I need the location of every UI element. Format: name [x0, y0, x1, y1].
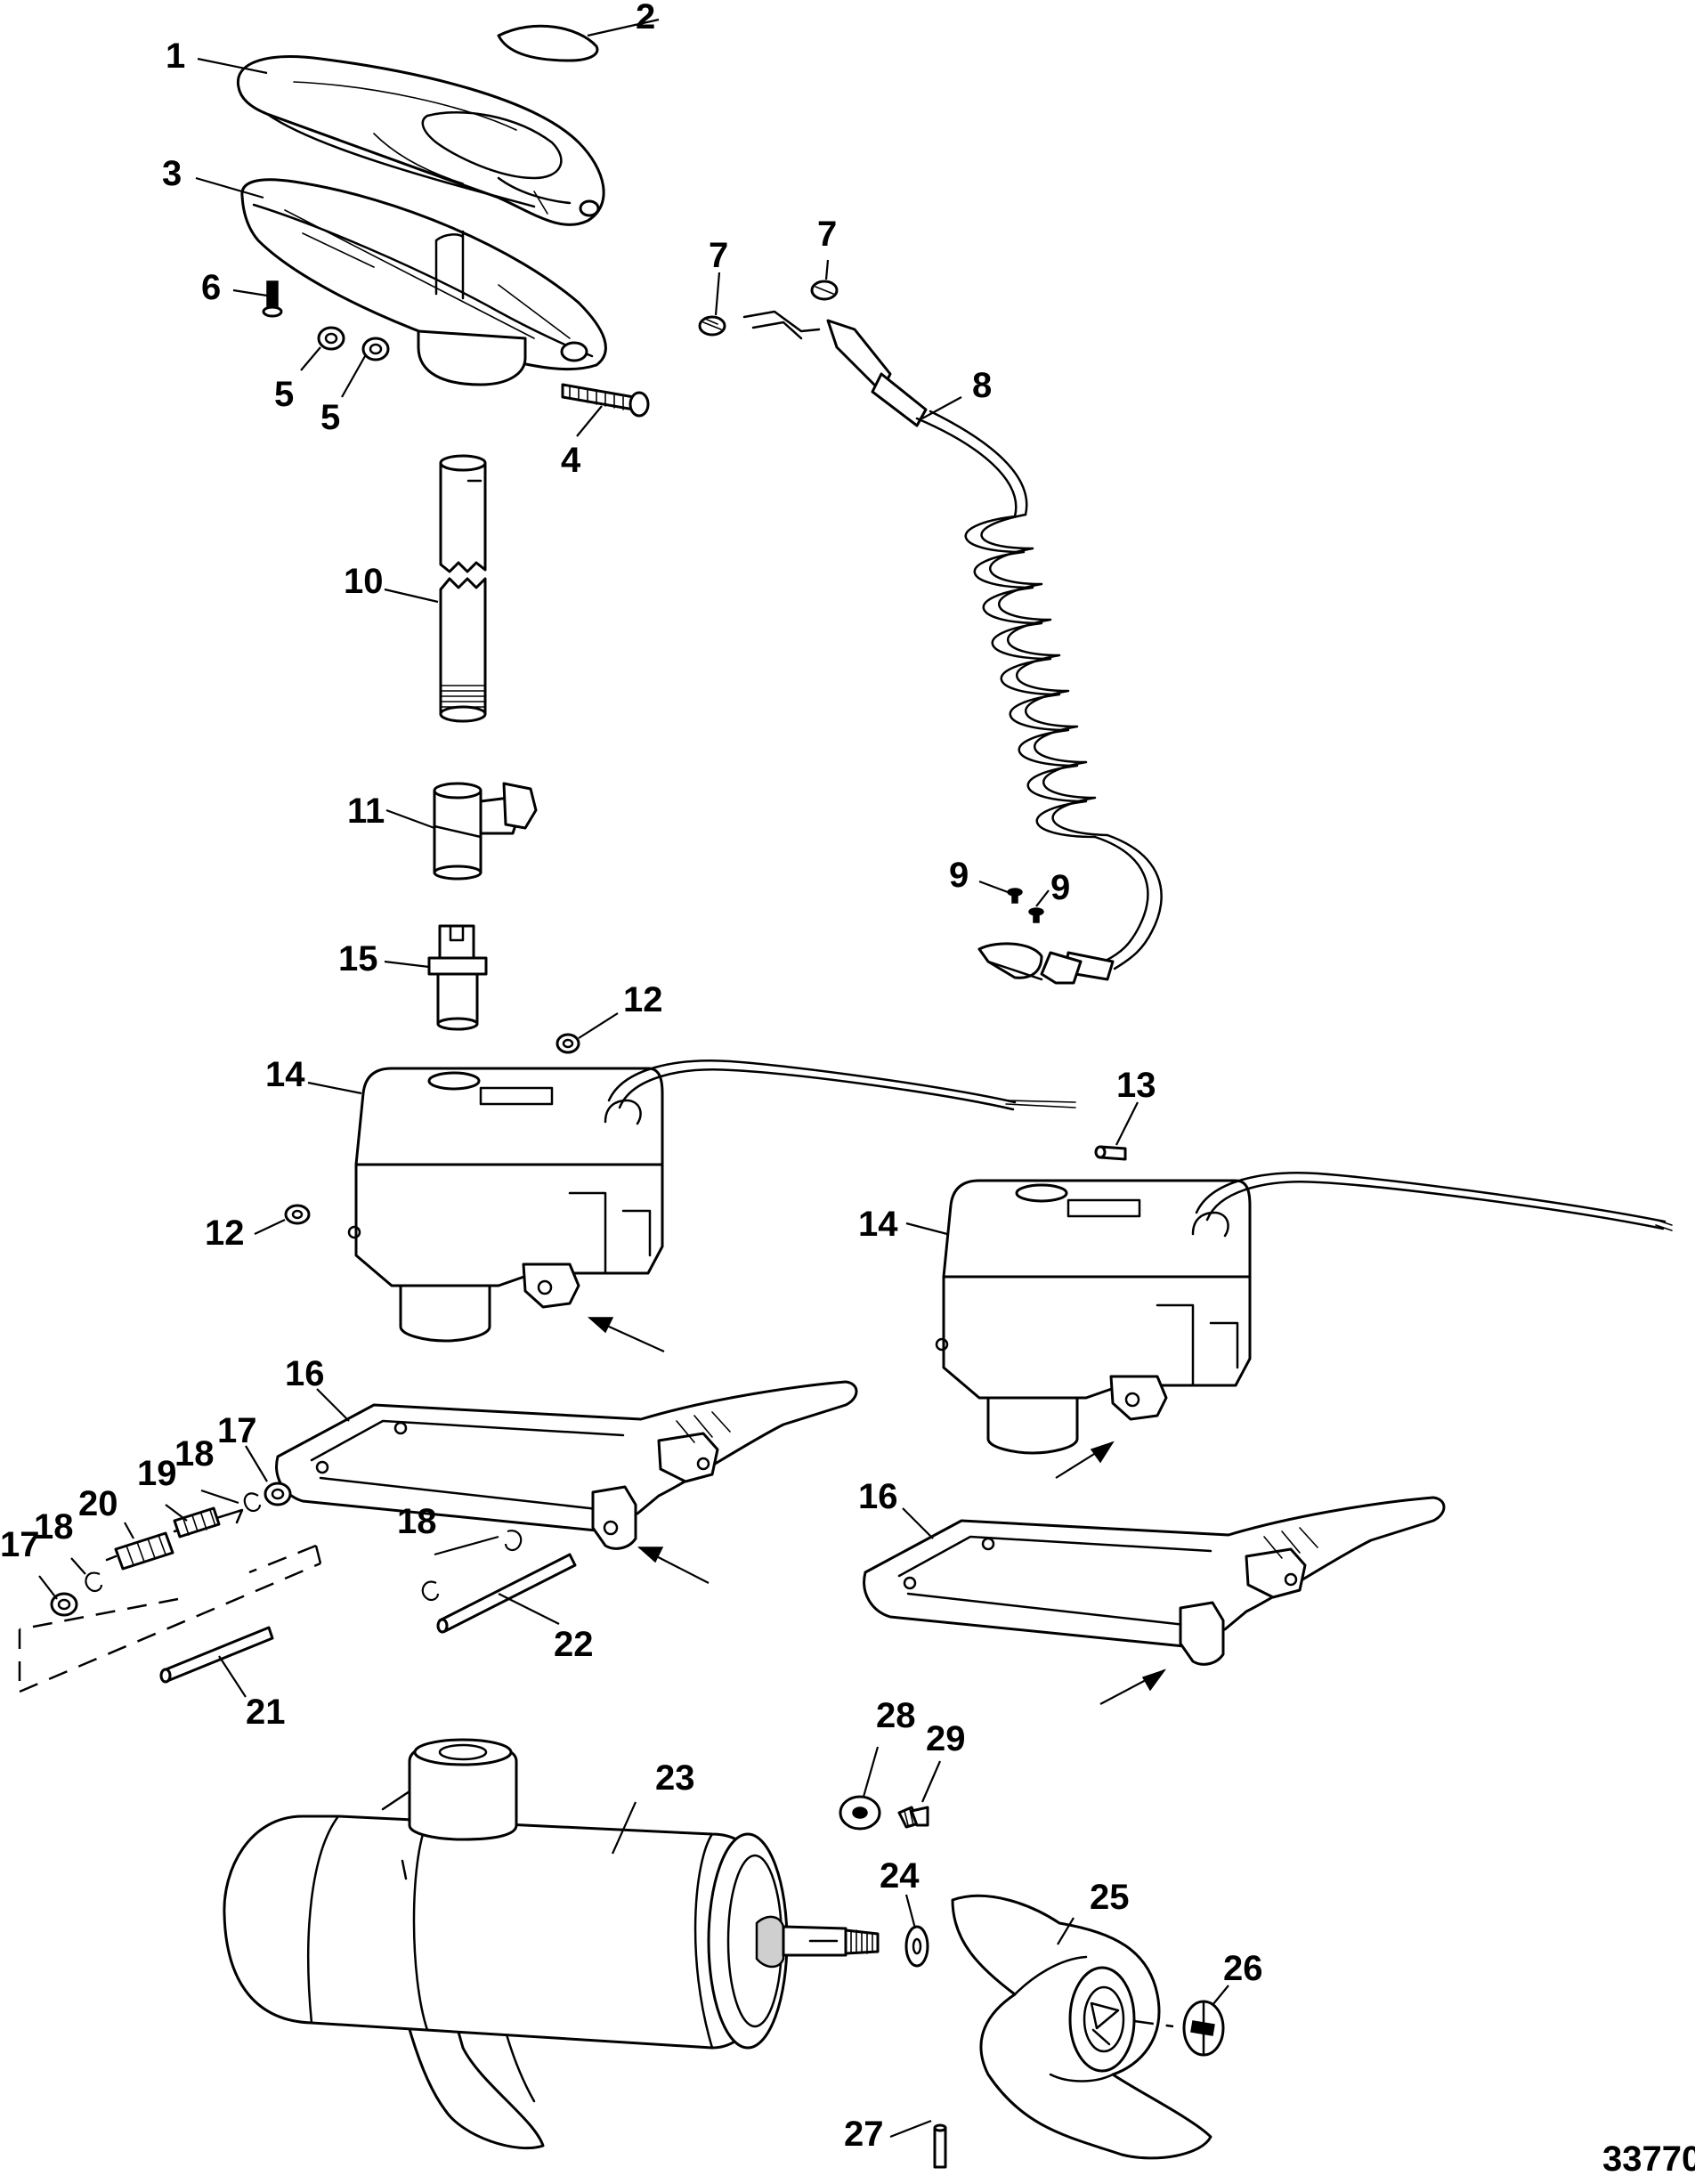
callout-13: 13	[1116, 1066, 1156, 1105]
callout-3: 3	[162, 154, 182, 193]
callout-5a: 5	[274, 375, 294, 414]
callout-20: 20	[78, 1484, 118, 1523]
callout-14b: 14	[858, 1205, 898, 1244]
part-15-adapter	[427, 924, 488, 1031]
part-27-drive-pin	[933, 2123, 947, 2169]
part-12-nut-b	[284, 1204, 311, 1225]
callout-17a: 17	[217, 1411, 257, 1450]
callout-4: 4	[561, 441, 581, 480]
part-22-pin	[436, 1553, 577, 1634]
part-14-control-box-b	[935, 1172, 1673, 1455]
part-17-washer-b	[50, 1592, 78, 1617]
part-16-bracket-a	[275, 1380, 858, 1550]
callout-18c: 18	[397, 1502, 437, 1541]
part-10-shaft	[439, 454, 487, 723]
callout-23: 23	[655, 1758, 695, 1798]
assembly-arrow-d	[1099, 1668, 1166, 1705]
part-21-pin	[18, 1544, 322, 1693]
part-6-screw	[262, 280, 283, 318]
callout-12a: 12	[623, 980, 663, 1019]
part-13-pin	[1094, 1145, 1127, 1161]
callout-22: 22	[554, 1625, 594, 1664]
part-23-motor	[223, 1738, 880, 2150]
part-8-coil-cord	[742, 310, 1163, 985]
part-18-clip-c	[421, 1530, 523, 1602]
part-24-washer	[904, 1925, 929, 1968]
callout-29: 29	[926, 1719, 966, 1758]
callout-12b: 12	[205, 1214, 245, 1253]
part-9-screw-b	[1028, 907, 1044, 923]
callout-18a: 18	[174, 1434, 215, 1474]
part-17-washer-a	[264, 1482, 292, 1506]
callout-labels: 1 2 3 4 5 5 6 7 7 8 9 9 10 11 12 12 13 1…	[0, 0, 1263, 2154]
callout-6: 6	[201, 268, 221, 307]
part-7-plug-b	[810, 280, 839, 301]
part-1-top-cover	[236, 55, 605, 226]
part-18-clip-a	[243, 1492, 262, 1513]
part-5-nut-a	[317, 326, 345, 351]
callout-16b: 16	[858, 1477, 898, 1516]
callout-1: 1	[166, 37, 185, 76]
part-25-propeller	[951, 1894, 1212, 2160]
callout-19: 19	[137, 1454, 177, 1493]
part-2-cap	[497, 24, 599, 62]
part-4-long-screw	[561, 383, 650, 418]
part-19-spring	[173, 1506, 244, 1539]
part-7-plug-a	[698, 315, 726, 337]
assembly-arrow-a	[588, 1316, 665, 1353]
callout-21: 21	[246, 1693, 286, 1732]
callout-25: 25	[1090, 1878, 1130, 1917]
part-11-collar	[433, 782, 538, 881]
part-18-clip-b	[85, 1571, 103, 1593]
callout-15: 15	[338, 939, 378, 978]
callout-24: 24	[880, 1856, 920, 1896]
callout-5b: 5	[320, 398, 340, 437]
callout-9a: 9	[949, 856, 969, 895]
callout-7b: 7	[817, 215, 837, 254]
assembly-arrow-b	[1055, 1441, 1115, 1479]
assembly-arrow-c	[637, 1547, 710, 1584]
callout-16a: 16	[285, 1354, 325, 1393]
callout-2: 2	[636, 0, 655, 37]
part-3-lower-housing	[240, 178, 607, 386]
part-12-nut-a	[556, 1033, 580, 1054]
callout-17b: 17	[0, 1525, 40, 1564]
callout-9b: 9	[1050, 868, 1070, 907]
callout-26: 26	[1223, 1949, 1263, 1988]
callout-14a: 14	[265, 1055, 305, 1094]
part-20-spring	[105, 1531, 174, 1571]
part-28-nut	[839, 1795, 881, 1831]
callout-7a: 7	[709, 236, 728, 275]
part-14-control-box-a	[347, 1060, 1076, 1343]
part-16-bracket-b	[863, 1496, 1446, 1666]
callout-11: 11	[347, 792, 385, 831]
part-5-nut-b	[361, 337, 390, 361]
part-26-prop-nut	[1182, 2000, 1225, 2057]
part-29-screw	[897, 1806, 929, 1829]
leader-lines	[38, 18, 1229, 2139]
callout-8: 8	[972, 366, 992, 405]
figure-number: 33770	[1602, 2139, 1695, 2179]
callout-18b: 18	[34, 1507, 74, 1547]
callout-27: 27	[844, 2115, 884, 2154]
callout-28: 28	[876, 1696, 916, 1735]
part-9-screw-a	[1007, 888, 1023, 904]
callout-10: 10	[344, 562, 384, 601]
